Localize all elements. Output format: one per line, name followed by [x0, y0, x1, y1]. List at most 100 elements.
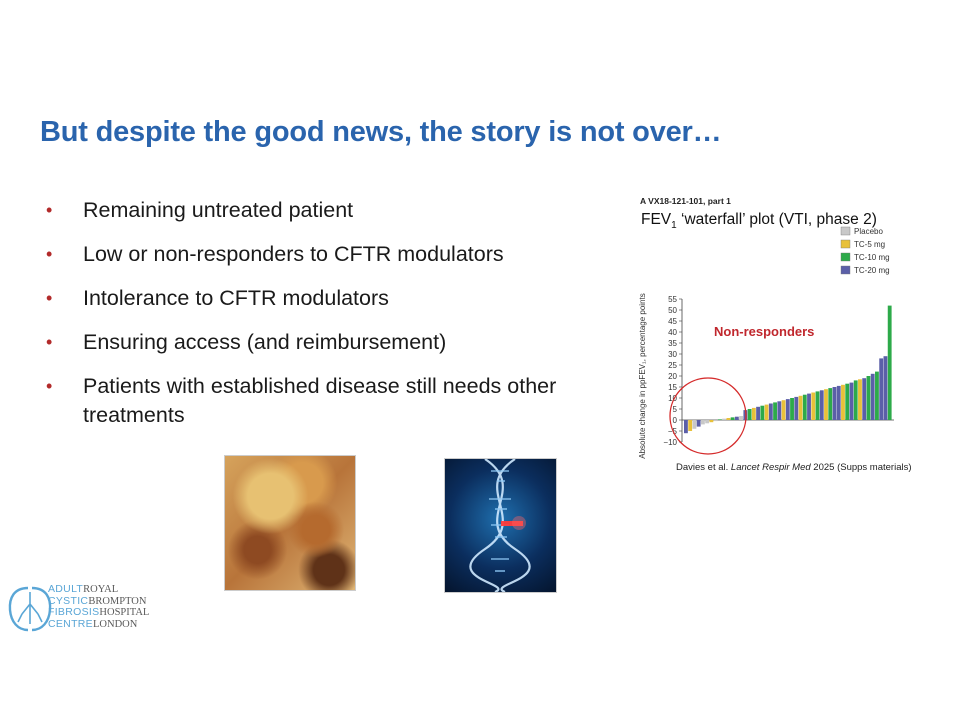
bar [845, 383, 850, 420]
citation-year: 2025 (Supps materials) [810, 462, 912, 473]
bar [841, 384, 845, 420]
logo-cystic: CYSTIC [48, 594, 89, 607]
bullet-text: Low or non-responders to CFTR modulators [83, 242, 504, 266]
bar [870, 373, 875, 420]
non-responders-label: Non-responders [714, 324, 814, 339]
y-tick-label: 10 [668, 394, 677, 403]
figure-caption: FEV1 ‘waterfall’ plot (VTI, phase 2) [641, 211, 877, 231]
bar [811, 392, 816, 420]
caption-rest: ‘waterfall’ plot (VTI, phase 2) [676, 211, 877, 228]
bar [879, 358, 884, 420]
bar [696, 420, 701, 427]
y-tick-label: 30 [668, 350, 677, 359]
y-axis-label: Absolute change in ppFEV₁, percentage po… [638, 293, 647, 458]
bar [849, 382, 854, 420]
bullet-icon: • [46, 376, 53, 396]
logo-hospital: HOSPITAL [99, 607, 150, 618]
bullet-icon: • [46, 332, 53, 352]
bar [726, 418, 731, 420]
y-tick-label: 45 [668, 317, 677, 326]
bar [709, 420, 714, 423]
bars-group [684, 305, 892, 434]
logo-fibrosis: FIBROSIS [48, 606, 100, 618]
bar [807, 393, 811, 420]
bar [832, 387, 837, 420]
bar [836, 385, 841, 420]
logo-royal: ROYAL [83, 584, 119, 595]
non-responders-circle [669, 377, 747, 455]
bullet-list: • Remaining untreated patient • Low or non… [46, 196, 606, 445]
bar [862, 378, 867, 420]
bar [751, 407, 756, 420]
logo-text: ADULTROYAL CYSTICBROMPTON FIBROSISHOSPIT… [48, 583, 150, 630]
caption-fev: FEV [641, 211, 672, 228]
caption-sub: 1 [671, 220, 677, 232]
legend-label: TC-10 mg [854, 253, 890, 262]
bar [866, 376, 871, 420]
bullet-text: Ensuring access (and reimbursement) [83, 330, 447, 354]
y-tick-label: −10 [663, 438, 677, 447]
bullet-icon: • [46, 200, 53, 220]
logo-centre: CENTRE [48, 617, 93, 630]
lung-tissue-image [224, 455, 356, 591]
dna-helix-image [444, 458, 557, 593]
bar [760, 405, 765, 420]
bar [700, 420, 705, 425]
bar [777, 401, 782, 420]
citation-author: Davies et al. [676, 462, 731, 473]
bar [790, 398, 794, 420]
legend-swatch [840, 265, 851, 275]
legend-swatch [840, 226, 851, 236]
bullet-icon: • [46, 288, 53, 308]
bar [756, 406, 761, 420]
bar [794, 396, 799, 420]
bar [785, 399, 790, 420]
bullet-item: • Low or non-responders to CFTR modulator… [46, 240, 606, 269]
y-tick-label: 0 [673, 416, 678, 425]
y-tick-label: 40 [668, 328, 677, 337]
legend-label: TC-20 mg [854, 266, 890, 275]
bullet-text: Patients with established disease still … [83, 374, 557, 427]
bar [688, 420, 693, 431]
bar [684, 420, 688, 434]
bullet-text: Remaining untreated patient [83, 198, 354, 222]
bullet-item: • Ensuring access (and reimbursement) [46, 328, 606, 357]
bar [815, 391, 820, 420]
legend-swatch [840, 252, 851, 262]
citation-journal: Lancet Respir Med [730, 462, 811, 473]
logo-brompton: BROMPTON [88, 595, 147, 607]
panel-label: A VX18-121-101, part 1 [640, 196, 731, 206]
logo-adult: ADULT [48, 583, 84, 595]
bar [768, 403, 773, 420]
bar [883, 356, 888, 420]
bar [887, 305, 892, 420]
bullet-icon: • [46, 244, 53, 264]
bar [875, 371, 879, 420]
citation: Davies et al. Lancet Respir Med 2025 (Su… [676, 462, 912, 473]
y-tick-label: 35 [668, 339, 677, 348]
legend-swatch [840, 239, 851, 249]
y-tick-label: 55 [668, 295, 677, 304]
y-tick-label: 15 [668, 383, 677, 392]
bar [764, 404, 769, 420]
y-tick-label: 20 [668, 372, 677, 381]
y-tick-label: 5 [673, 405, 678, 414]
bar [853, 380, 858, 420]
bar [692, 420, 697, 429]
logo-london: LONDON [92, 618, 138, 630]
bar [858, 379, 862, 420]
legend-label: Placebo [854, 227, 883, 236]
bar [824, 389, 828, 420]
dna-helix-icon [469, 459, 531, 592]
bar [739, 416, 744, 420]
bar [798, 395, 803, 420]
bar [781, 400, 786, 420]
hospital-logo-icon [8, 586, 52, 632]
bar [828, 388, 833, 420]
bar [713, 420, 718, 422]
bar [773, 402, 777, 420]
y-tick-label: 50 [668, 306, 677, 315]
bar [747, 409, 752, 420]
